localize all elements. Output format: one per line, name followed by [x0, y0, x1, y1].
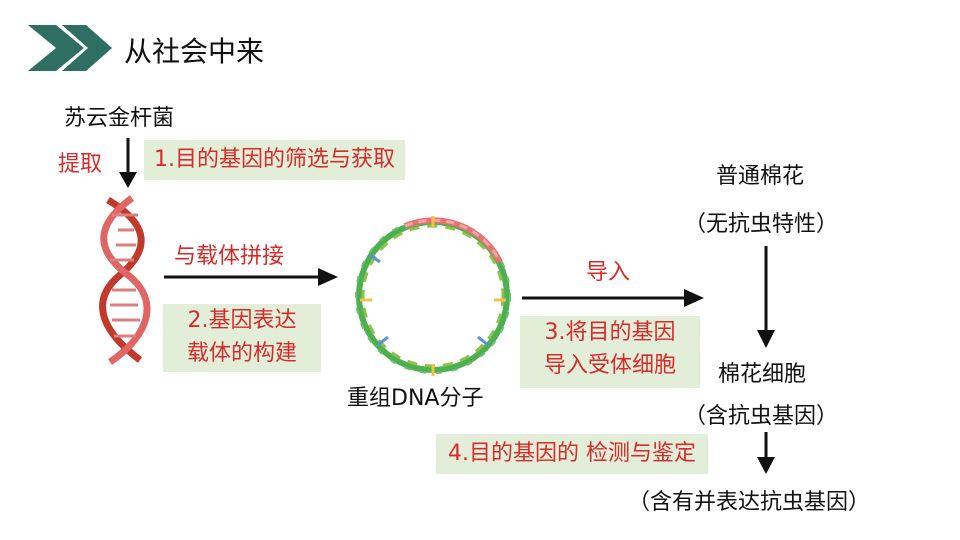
- cotton-arrow: [757, 246, 775, 348]
- import-arrow: [522, 289, 704, 307]
- source-organism-label: 苏云金杆菌: [64, 106, 175, 131]
- step1-box: 1.目的基因的筛选与获取: [144, 140, 405, 180]
- step2-box: 2.基因表达 载体的构建: [163, 304, 321, 372]
- recombinant-dna-label: 重组DNA分子: [347, 386, 484, 411]
- cotton-cell: 棉花细胞: [718, 362, 807, 387]
- page-title: 从社会中来: [124, 35, 265, 68]
- import-label: 导入: [586, 260, 631, 285]
- splice-arrow: [164, 268, 338, 286]
- dna-helix-icon: [99, 195, 151, 365]
- plasmid-ring-icon: [355, 216, 511, 376]
- step3-line1: 3.将目的基因: [544, 320, 676, 345]
- step3-box: 3.将目的基因 导入受体细胞: [520, 316, 700, 388]
- step4-box: 4.目的基因的 检测与鉴定: [436, 434, 708, 474]
- cotton-name: 普通棉花: [716, 164, 805, 189]
- chevron-icon: [28, 25, 112, 71]
- extract-label: 提取: [58, 152, 103, 177]
- cotton-trait: （无抗虫特性）: [684, 212, 839, 237]
- extract-arrow: [119, 138, 137, 188]
- step2-line1: 2.基因表达: [187, 308, 297, 333]
- cotton-cell-trait: （含抗虫基因）: [684, 404, 839, 429]
- splice-label: 与载体拼接: [174, 244, 285, 269]
- step3-line2: 导入受体细胞: [543, 353, 676, 378]
- step2-line2: 载体的构建: [186, 341, 297, 366]
- detection-arrow: [757, 432, 775, 474]
- final-result-label: （含有并表达抗虫基因）: [628, 490, 871, 515]
